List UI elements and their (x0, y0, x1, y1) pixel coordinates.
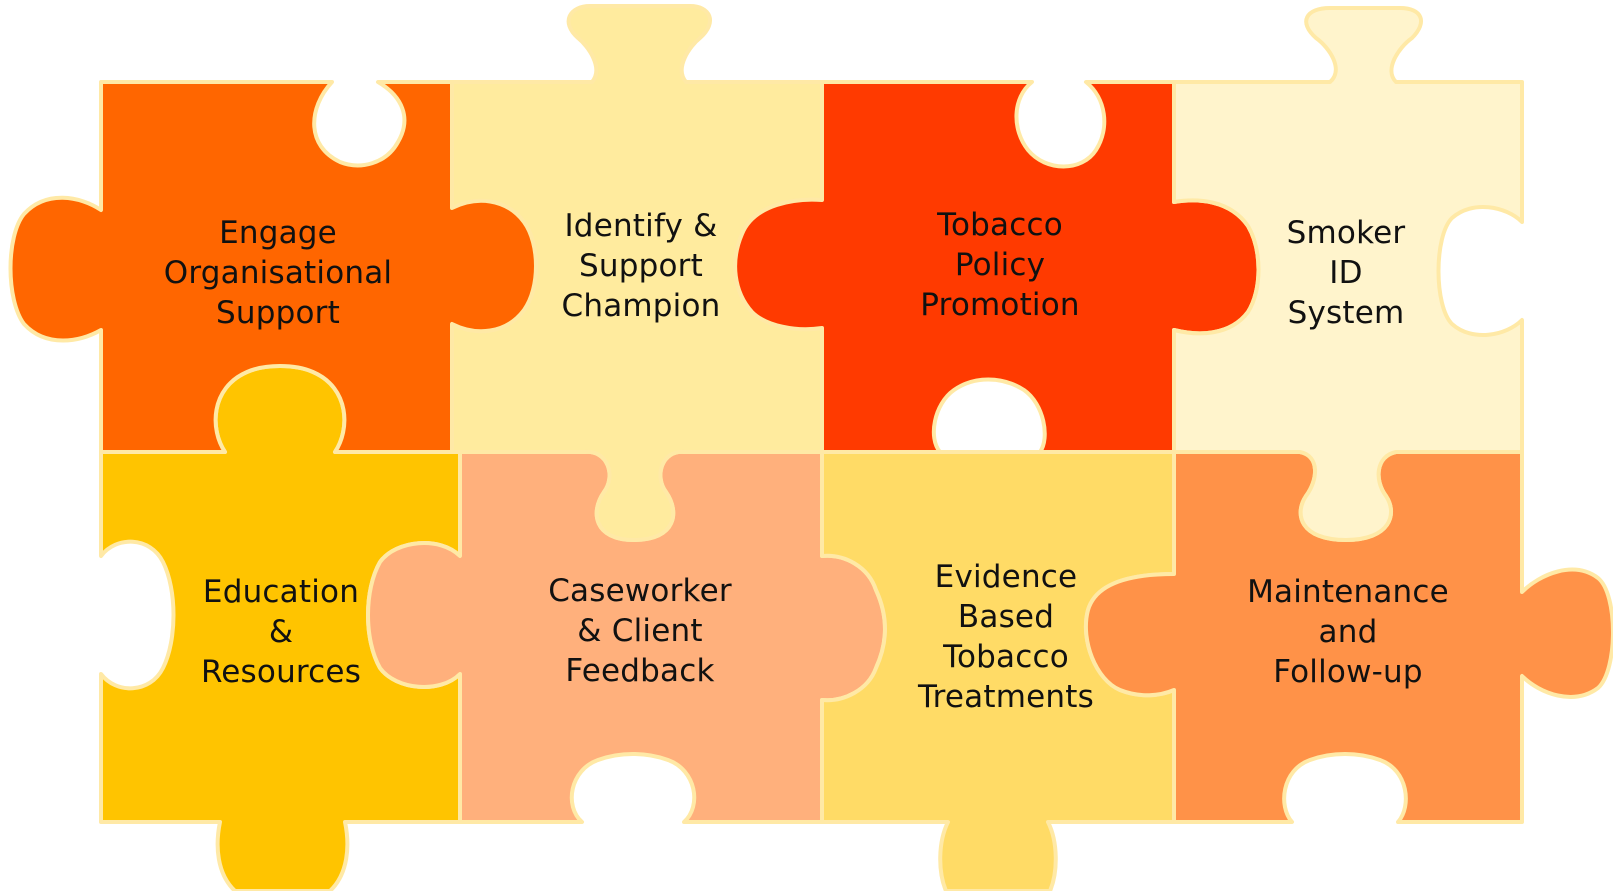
label-line: Treatments (918, 679, 1094, 715)
label-engage-support: Engage Organisational Support (164, 213, 392, 333)
piece-engage-support (8, 80, 538, 454)
label-line: Engage (219, 215, 337, 251)
label-line: Resources (200, 654, 362, 690)
label-caseworker-feedback: Caseworker & Client Feedback (548, 571, 732, 691)
label-line: Education (202, 574, 360, 610)
label-identify-champion: Identify & Support Champion (562, 206, 721, 326)
label-line: Organisational (163, 255, 393, 291)
label-line: Evidence (934, 559, 1078, 595)
label-line: Champion (561, 288, 721, 324)
label-line: Tobacco (937, 207, 1063, 243)
label-line: Policy (954, 247, 1046, 283)
label-education-resources: Education & Resources (201, 572, 361, 692)
label-line: System (1287, 295, 1405, 331)
label-line: Promotion (920, 287, 1080, 323)
label-line: Support (579, 248, 703, 284)
label-maintenance-followup: Maintenance and Follow-up (1247, 572, 1449, 692)
label-line: Support (216, 295, 340, 331)
label-smoker-id-system: Smoker ID System (1287, 213, 1406, 333)
label-line: Smoker (1286, 215, 1406, 251)
label-line: & Client (577, 613, 703, 649)
label-line: and (1318, 614, 1378, 650)
label-line: Based (957, 599, 1055, 635)
label-line: Maintenance (1247, 574, 1449, 610)
label-line: Identify & (564, 208, 718, 244)
label-tobacco-policy: Tobacco Policy Promotion (920, 205, 1080, 325)
label-line: Feedback (565, 653, 715, 689)
piece-smoker-id-system (1172, 6, 1524, 542)
label-line: ID (1329, 255, 1363, 291)
label-line: Caseworker (548, 573, 732, 609)
label-evidence-treatments: Evidence Based Tobacco Treatments (918, 557, 1094, 717)
label-line: Follow-up (1273, 654, 1423, 690)
label-line: Tobacco (943, 639, 1069, 675)
label-line: & (268, 614, 294, 650)
